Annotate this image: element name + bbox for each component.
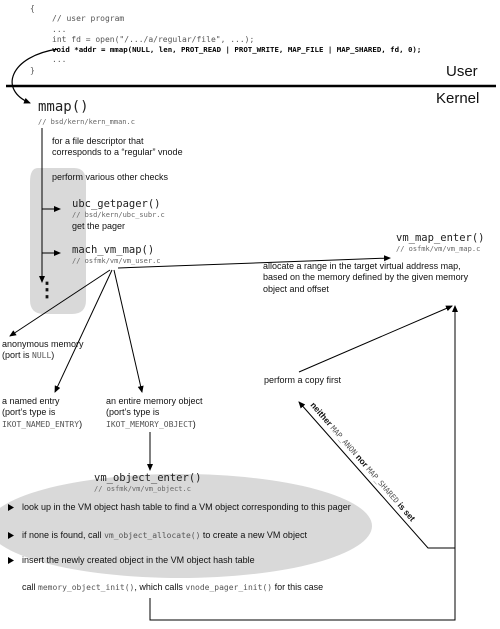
named-entry-code: IKOT_NAMED_ENTRY)	[2, 419, 83, 429]
branch-anon-line	[9, 269, 111, 337]
copy-first-text: perform a copy first	[264, 375, 342, 385]
vm-object-step-3: insert the newly created object in the V…	[22, 555, 255, 565]
branch-named-line	[54, 269, 113, 393]
vm-map-enter-path: // osfmk/vm/vm_map.c	[396, 245, 481, 253]
code-dots-2: ...	[52, 55, 67, 64]
named-entry-sub: (port’s type is	[2, 407, 56, 417]
get-pager-text: get the pager	[72, 221, 126, 231]
copy-path	[298, 401, 455, 549]
vm-object-enter-name: vm_object_enter()	[94, 472, 202, 484]
vm-object-step-2: if none is found, call vm_object_allocat…	[22, 530, 307, 540]
named-entry-title: a named entry	[2, 396, 60, 406]
return-path	[149, 305, 458, 621]
anon-memory-sub: (port is NULL)	[2, 350, 55, 360]
checks-text: perform various other checks	[52, 172, 169, 182]
ubc-getpager-path: // bsd/kern/ubc_subr.c	[72, 211, 165, 219]
mmap-desc-line-1: for a file descriptor that	[52, 136, 144, 146]
memory-object-sub: (port’s type is	[106, 407, 160, 417]
code-brace-close: }	[30, 66, 35, 75]
ubc-getpager-name: ubc_getpager()	[72, 198, 161, 210]
mmap-source-path: // bsd/kern/kern_mman.c	[38, 118, 135, 126]
vm-object-step-1: look up in the VM object hash table to f…	[22, 502, 351, 512]
vm-object-enter-path: // osfmk/vm/vm_object.c	[94, 485, 191, 493]
mmap-function-name: mmap()	[38, 99, 89, 115]
vm-map-enter-desc-1: allocate a range in the target virtual a…	[263, 261, 461, 271]
code-dots-1: ...	[52, 25, 67, 34]
vm-object-enter-shaded-region	[0, 474, 372, 578]
memory-object-title: an entire memory object	[106, 396, 203, 406]
mach-to-vmmapenter-line	[117, 255, 391, 269]
vm-map-enter-name: vm_map_enter()	[396, 232, 485, 244]
branch-object-line	[113, 269, 144, 393]
vm-map-enter-desc-3: object and offset	[263, 284, 329, 294]
code-open-line: int fd = open("/.../a/regular/file", ...…	[52, 35, 255, 44]
code-comment: // user program	[52, 14, 125, 23]
anon-memory-title: anonymous memory	[2, 339, 84, 349]
vm-object-step-4: call memory_object_init(), which calls v…	[22, 582, 324, 592]
memory-object-code: IKOT_MEMORY_OBJECT)	[106, 419, 196, 429]
code-brace-open: {	[30, 4, 35, 13]
user-label: User	[446, 63, 478, 80]
vertical-ellipsis: ⋮	[37, 279, 57, 301]
vm-map-enter-desc-2: based on the memory defined by the given…	[263, 272, 469, 282]
mach-vm-map-name: mach_vm_map()	[72, 244, 155, 256]
mach-vm-map-path: // osfmk/vm/vm_user.c	[72, 257, 161, 265]
code-mmap-line: void *addr = mmap(NULL, len, PROT_READ |…	[52, 45, 422, 54]
syscall-curve	[11, 48, 59, 104]
kernel-label: Kernel	[436, 90, 480, 107]
copy-to-top-line	[298, 305, 453, 373]
mmap-desc-line-2: corresponds to a “regular” vnode	[52, 147, 183, 157]
